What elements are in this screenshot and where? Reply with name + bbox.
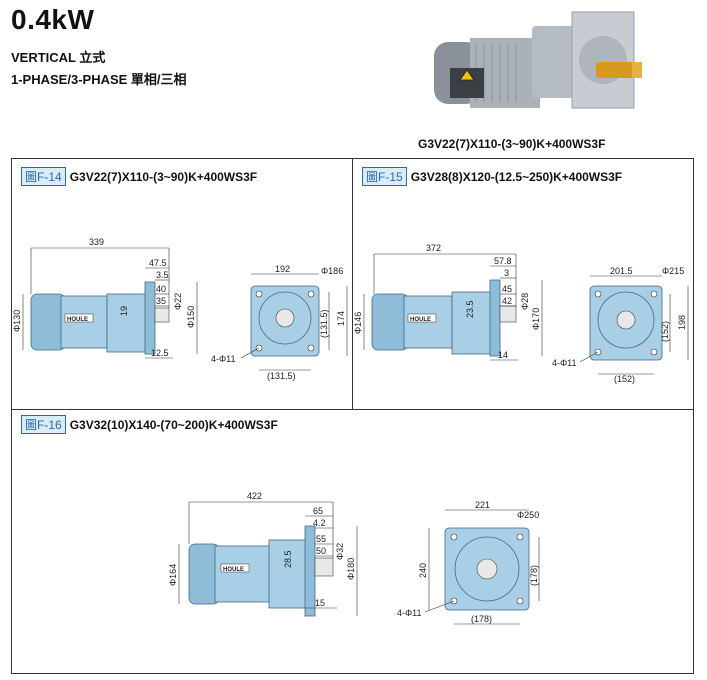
dim-overall: 422 — [247, 491, 262, 501]
dim-shaft-h: 19 — [119, 306, 129, 316]
dim-d1: 47.5 — [149, 258, 167, 268]
dim-phi-outer: Φ250 — [517, 510, 539, 520]
brand-plate: HOULE — [67, 317, 88, 323]
power-rating: 0.4kW — [11, 4, 95, 35]
figure-tag: 圖F-15 — [362, 167, 407, 186]
dim-d4: 50 — [316, 546, 326, 556]
drawing-f14: HOULE 339 47.5 3.5 40 35 12.5 Φ130 19 Φ2… — [12, 237, 348, 381]
dim-height: 240 — [418, 563, 428, 578]
drawing-f16: HOULE 422 65 4.2 55 50 15 Φ164 28.5 Φ32 … — [168, 491, 540, 625]
dim-bottom: (131.5) — [267, 371, 296, 381]
brand-plate: HOULE — [223, 567, 244, 573]
dim-holes: 4-Φ11 — [211, 354, 236, 364]
figure-tag: 圖F-14 — [21, 167, 66, 186]
dim-overall: 339 — [89, 237, 104, 247]
panel-frame — [11, 409, 694, 674]
dim-d1: 57.8 — [494, 256, 512, 266]
dim-d4: 35 — [156, 296, 166, 306]
dim-holes: 4-Φ11 — [552, 358, 577, 368]
dim-d5: 14 — [498, 350, 508, 360]
dim-shaft-h: 23.5 — [465, 300, 475, 318]
drawing-f15: HOULE 372 57.8 3 45 42 14 Φ146 23.5 Φ28 … — [353, 243, 689, 384]
dim-phi-shaft: Φ28 — [520, 293, 530, 310]
dim-d4: 42 — [502, 296, 512, 306]
dim-height: 198 — [677, 315, 687, 330]
dim-bottom: (178) — [471, 614, 492, 624]
dim-height: Φ130 — [12, 310, 22, 332]
phase-type: 1-PHASE/3-PHASE 單相/三相 — [11, 72, 187, 87]
gear-motor-photo — [434, 11, 642, 109]
dim-top: 221 — [475, 500, 490, 510]
model-code: G3V32(10)X140-(70~200)K+400WS3F — [69, 418, 278, 432]
dim-phi-flange: Φ170 — [531, 308, 541, 330]
brand-plate: HOULE — [410, 317, 431, 323]
dim-height: 174 — [336, 311, 346, 326]
dim-phi-flange: Φ180 — [346, 558, 356, 580]
dim-phi-outer: Φ186 — [321, 266, 343, 276]
side-view: HOULE 339 47.5 3.5 40 35 12.5 Φ130 19 Φ2… — [12, 237, 198, 359]
dim-phi-shaft: Φ32 — [335, 543, 345, 560]
dim-top: 201.5 — [610, 266, 633, 276]
dim-inner-v: (178) — [529, 565, 539, 586]
product-caption: G3V22(7)X110-(3~90)K+400WS3F — [418, 137, 606, 151]
front-view: 192 Φ186 (131.5) 174 (131.5) 4-Φ11 — [211, 264, 348, 381]
dim-height: Φ146 — [353, 312, 363, 334]
mount-type: VERTICAL 立式 — [11, 50, 106, 65]
side-view: HOULE 422 65 4.2 55 50 15 Φ164 28.5 Φ32 … — [168, 491, 358, 617]
dim-d2: 3 — [504, 268, 509, 278]
dim-d2: 4.2 — [313, 518, 326, 528]
dim-bottom: (152) — [614, 374, 635, 384]
dim-phi-flange: Φ150 — [186, 306, 196, 328]
dim-top: 192 — [275, 264, 290, 274]
dim-d3: 40 — [156, 284, 166, 294]
dim-phi-outer: Φ215 — [662, 266, 684, 276]
dim-d3: 55 — [316, 534, 326, 544]
model-code: G3V28(8)X120-(12.5~250)K+400WS3F — [410, 170, 623, 184]
dim-phi-shaft: Φ22 — [173, 293, 183, 310]
figure-tag: 圖F-16 — [21, 415, 66, 434]
dim-shaft-h: 28.5 — [283, 550, 293, 568]
front-view: 221 Φ250 (178) 240 (178) 4-Φ11 — [397, 500, 540, 625]
dim-d3: 45 — [502, 284, 512, 294]
dim-height: Φ164 — [168, 564, 178, 586]
dim-inner-v: (152) — [660, 321, 670, 342]
front-view: 201.5 Φ215 (152) 198 (152) 4-Φ11 — [552, 266, 689, 384]
dim-inner-v: (131.5) — [319, 309, 329, 338]
dim-d5: 15 — [315, 598, 325, 608]
dim-holes: 4-Φ11 — [397, 608, 422, 618]
side-view: HOULE 372 57.8 3 45 42 14 Φ146 23.5 Φ28 … — [353, 243, 543, 361]
dim-overall: 372 — [426, 243, 441, 253]
dim-d2: 3.5 — [156, 270, 169, 280]
dim-d5: 12.5 — [151, 348, 169, 358]
model-code: G3V22(7)X110-(3~90)K+400WS3F — [69, 170, 258, 184]
dim-d1: 65 — [313, 506, 323, 516]
